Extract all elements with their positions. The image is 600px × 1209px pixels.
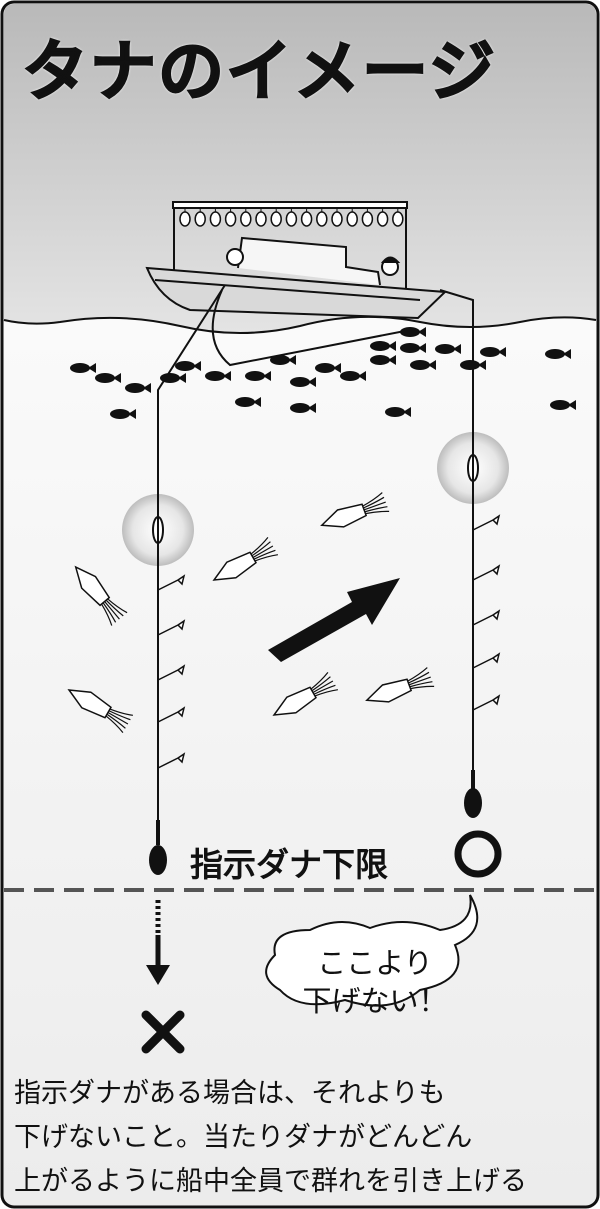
fish-icon (270, 355, 296, 365)
fish-icon (435, 344, 461, 354)
ng-cross-icon (141, 1010, 185, 1054)
speech-bubble (265, 894, 479, 1007)
fish-icon (160, 373, 186, 383)
lamp-icon (255, 211, 267, 227)
fishing-lines (157, 284, 474, 830)
jig-icon (157, 574, 186, 591)
squid-icon (212, 536, 278, 581)
fish-icon (460, 360, 486, 370)
fish-icon (290, 377, 316, 387)
lamp-icon (285, 211, 298, 227)
squid-icon (272, 671, 338, 716)
jig-icon (157, 706, 186, 723)
fishing-lamps (179, 208, 404, 227)
squid-icon (365, 667, 435, 703)
fish-icon (290, 403, 316, 413)
fish-icon (400, 327, 426, 337)
fish-icon (245, 371, 271, 381)
lamp-icon (240, 211, 252, 227)
jig-icon (472, 609, 501, 626)
fish-icon (385, 407, 411, 417)
fishing-boat (145, 201, 448, 320)
fish-icon (235, 397, 261, 407)
fish-icon (110, 409, 136, 419)
lamp-icon (194, 211, 206, 227)
speech-bubble-text: ここより 下げない！ (290, 944, 460, 1020)
bubble-line-1: ここより (317, 946, 433, 980)
jig-icon (157, 664, 186, 681)
lamp-icon (376, 211, 389, 227)
caption-line-3: 上がるように船中全員で群れを引き上げる (14, 1166, 527, 1197)
jig-icon (472, 694, 501, 711)
sea-surface (3, 315, 597, 334)
fish-icon (400, 343, 426, 353)
caption-line-1: 指示ダナがある場合は、それよりも (14, 1078, 446, 1109)
fish-icon (545, 349, 571, 359)
squid-icon (67, 689, 133, 734)
squid-group (67, 492, 435, 734)
lamp-icon (316, 211, 328, 227)
fish-icon (205, 371, 231, 381)
lamp-icon (224, 211, 237, 227)
jig-icon (472, 564, 501, 581)
sky (4, 4, 596, 333)
fish-school (70, 327, 576, 419)
lamp-icon (346, 211, 358, 227)
fish-icon (70, 363, 96, 373)
fish-icon (550, 400, 576, 410)
down-arrow-icon (146, 900, 170, 985)
bubble-line-2: 下げない！ (302, 984, 448, 1018)
lamp-icon (209, 211, 222, 227)
jig-icon (472, 652, 501, 669)
lamp-icon (179, 211, 191, 227)
up-arrow-icon (268, 578, 400, 662)
lamp-icon (270, 211, 282, 227)
caption-line-2: 下げないこと。当たりダナがどんどん (14, 1122, 473, 1153)
lamp-icon (392, 211, 404, 227)
ok-circle-icon (454, 830, 502, 878)
lamp-icon (300, 211, 313, 227)
fish-icon (370, 355, 396, 365)
fish-icon (370, 341, 396, 351)
title: タナのイメージ (21, 32, 497, 111)
caption: 指示ダナがある場合は、それよりも 下げないこと。当たりダナがどんどん 上がるよう… (14, 1072, 527, 1204)
fish-icon (175, 361, 201, 371)
lamp-icon (361, 211, 374, 227)
fish-icon (410, 360, 436, 370)
squid-icon (320, 492, 390, 528)
jig-icon (472, 514, 501, 531)
fish-icon (340, 371, 366, 381)
sinker-right (464, 770, 482, 818)
squid-jigs (157, 514, 501, 769)
limit-label: 指示ダナ下限 (190, 845, 388, 884)
jig-icon (157, 752, 186, 769)
squid-icon (74, 565, 128, 626)
sinker-left (149, 820, 167, 875)
fish-icon (315, 363, 341, 373)
jig-icon (157, 619, 186, 636)
fish-icon (95, 373, 121, 383)
lamp-icon (331, 211, 343, 227)
fish-icon (480, 347, 506, 357)
fish-icon (125, 383, 151, 393)
